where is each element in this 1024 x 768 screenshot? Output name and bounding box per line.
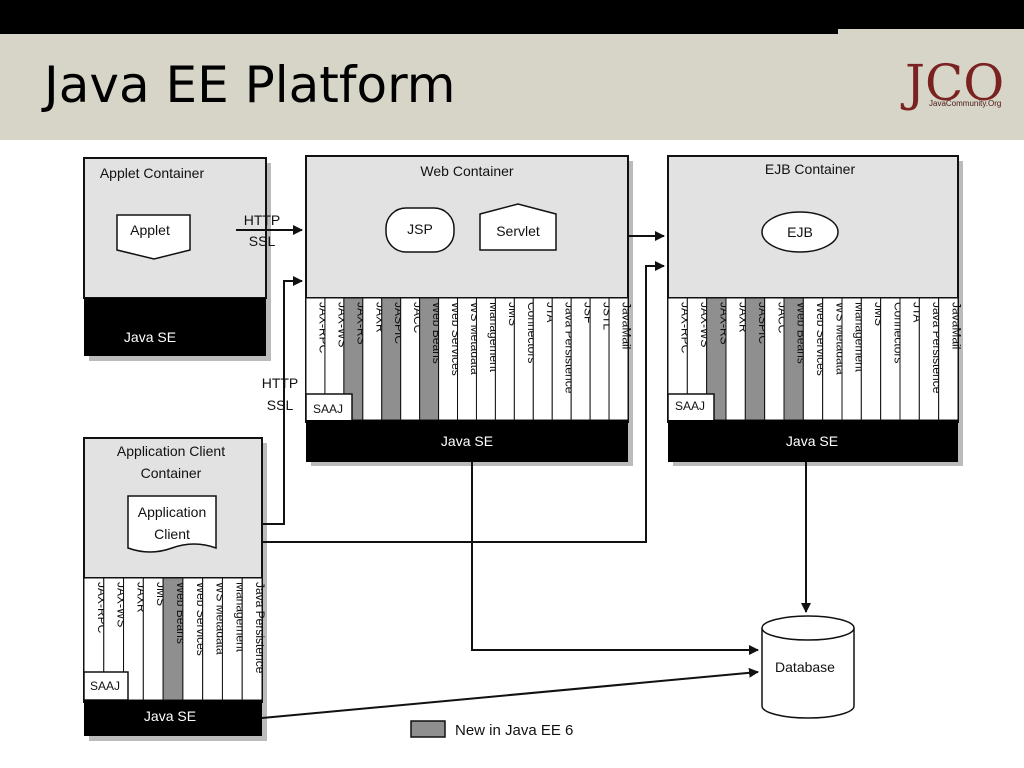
web-api-label: JavaMail: [620, 302, 634, 349]
client-to-database-arrow: [261, 667, 759, 719]
app-client-java-se: Java SE: [144, 708, 196, 724]
applet-java-se: Java SE: [124, 329, 176, 345]
http-label-1: HTTP: [244, 212, 281, 228]
ssl-label-2: SSL: [267, 397, 294, 413]
app-client-component-line1: Application: [138, 504, 207, 520]
web-to-database-arrow: [471, 462, 759, 655]
app-client-component-line2: Client: [154, 526, 190, 542]
database: Database: [761, 615, 855, 719]
slide-title: Java EE Platform: [44, 56, 456, 114]
servlet-component: Servlet: [496, 223, 540, 239]
top-bar: [0, 0, 1024, 34]
web-saaj: SAAJ: [313, 402, 343, 416]
client-to-ejb-arrow: [262, 261, 665, 543]
logo-mark: JCO: [905, 54, 1005, 112]
client-to-web-arrow: [262, 276, 303, 525]
legend-swatch: [410, 720, 446, 738]
connections: [236, 225, 811, 719]
web-java-se: Java SE: [441, 433, 493, 449]
ejb-java-se: Java SE: [786, 433, 838, 449]
app-client-title-line2: Container: [141, 465, 202, 481]
applet-container: Applet Container Applet Java SE: [83, 157, 271, 361]
ejb-component: EJB: [787, 224, 813, 240]
ejb-api-label: JavaMail: [949, 302, 963, 349]
database-label: Database: [775, 659, 835, 675]
applet-component: Applet: [130, 222, 170, 238]
jco-logo: JCO JavaCommunity.Org: [905, 55, 1015, 125]
logo-text: JavaCommunity.Org: [929, 99, 1002, 108]
ssl-label-1: SSL: [249, 233, 276, 249]
top-bar-gap: [838, 29, 1024, 34]
jsp-component: JSP: [407, 221, 433, 237]
app-client-saaj: SAAJ: [90, 679, 120, 693]
applet-container-title: Applet Container: [100, 165, 205, 181]
app-client-api-label: Java Persistence: [253, 582, 267, 674]
http-label-2: HTTP: [262, 375, 299, 391]
app-client-title-line1: Application Client: [117, 443, 225, 459]
web-container-title: Web Container: [420, 163, 513, 179]
ejb-container-title: EJB Container: [765, 161, 856, 177]
legend: New in Java EE 6: [410, 720, 573, 739]
slide-header: [0, 34, 1024, 140]
ejb-saaj: SAAJ: [675, 399, 705, 413]
legend-label: New in Java EE 6: [455, 722, 573, 739]
